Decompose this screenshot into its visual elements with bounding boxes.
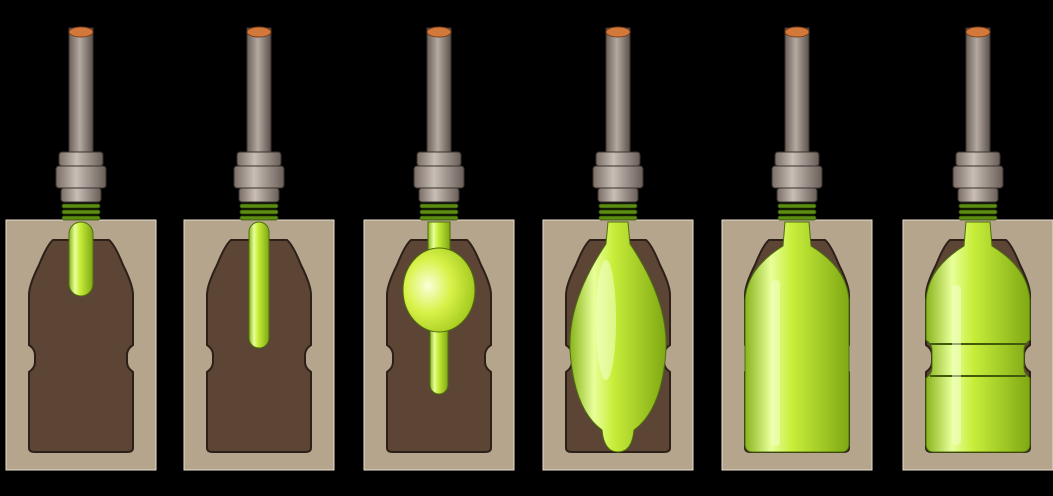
blow-rod	[427, 28, 451, 156]
nozzle-collar-bottom	[61, 188, 101, 202]
nozzle-collar-top	[956, 152, 1000, 166]
rod-tip	[966, 27, 990, 37]
rod-tip	[785, 27, 809, 37]
preform-thread	[62, 210, 100, 214]
nozzle-collar-bottom	[239, 188, 279, 202]
parison-highlight	[596, 260, 616, 380]
preform-thread	[240, 210, 278, 214]
blow-rod	[247, 28, 271, 156]
preform-thread	[420, 216, 458, 220]
preform-thread	[62, 204, 100, 208]
step-2-stretch-rod-extended	[184, 27, 334, 470]
blow-rod	[69, 28, 93, 156]
preform-thread	[420, 204, 458, 208]
preform-thread	[959, 204, 997, 208]
nozzle-collar-middle	[414, 166, 464, 188]
blow-rod	[785, 28, 809, 156]
step-4-partial-blow	[543, 27, 693, 470]
stretched-preform	[249, 222, 269, 348]
nozzle-collar-middle	[234, 166, 284, 188]
step-6-finished-bottle	[903, 27, 1053, 470]
preform-thread	[420, 210, 458, 214]
preform-thread	[240, 216, 278, 220]
preform-thread	[599, 204, 637, 208]
preform-thread	[62, 216, 100, 220]
preform-thread	[959, 210, 997, 214]
preform	[69, 222, 93, 296]
nozzle-collar-top	[237, 152, 281, 166]
nozzle-collar-middle	[953, 166, 1003, 188]
rod-tip	[427, 27, 451, 37]
nozzle-collar-middle	[772, 166, 822, 188]
preform-thread	[778, 216, 816, 220]
preform-thread	[599, 216, 637, 220]
preform-thread	[240, 204, 278, 208]
preform-thread	[959, 216, 997, 220]
preform-thread	[599, 210, 637, 214]
nozzle-collar-top	[59, 152, 103, 166]
nozzle-collar-middle	[56, 166, 106, 188]
nozzle-collar-bottom	[598, 188, 638, 202]
blow-rod	[606, 28, 630, 156]
nozzle-collar-bottom	[958, 188, 998, 202]
nozzle-collar-middle	[593, 166, 643, 188]
blow-rod	[966, 28, 990, 156]
preform-thread	[778, 210, 816, 214]
parison-highlight	[771, 280, 780, 446]
step-5-full-blow	[722, 27, 872, 470]
nozzle-collar-top	[417, 152, 461, 166]
step-1-preform-inserted	[6, 27, 156, 470]
step-3-pre-blow-bubble	[364, 27, 514, 470]
bottle-highlight	[952, 285, 961, 445]
nozzle-collar-top	[596, 152, 640, 166]
nozzle-collar-bottom	[419, 188, 459, 202]
rod-tip	[247, 27, 271, 37]
rod-tip	[606, 27, 630, 37]
nozzle-collar-bottom	[777, 188, 817, 202]
nozzle-collar-top	[775, 152, 819, 166]
rod-tip	[69, 27, 93, 37]
preform-thread	[778, 204, 816, 208]
pre-blow-bubble	[403, 248, 475, 332]
